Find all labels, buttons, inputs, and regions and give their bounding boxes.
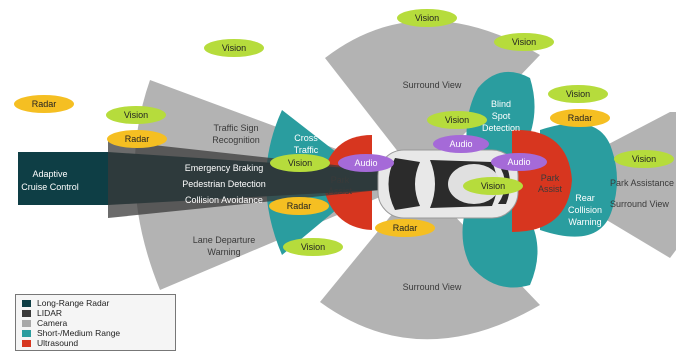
audio-bubble-label: Audio <box>354 158 377 168</box>
vision-bubble-label: Vision <box>512 37 536 47</box>
radar-bubble-label: Radar <box>32 99 57 109</box>
radar-bubble-label: Radar <box>568 113 593 123</box>
vision-bubble-label: Vision <box>481 181 505 191</box>
audio-bubble-label: Audio <box>507 157 530 167</box>
legend-label: Long-Range Radar <box>37 298 110 308</box>
label-park-assist-rear-1: Park <box>541 173 560 183</box>
legend-item-ultrasound: Ultrasound <box>22 338 169 348</box>
label-park-assist-front-2: Assist <box>328 186 353 196</box>
label-traffic-sign-2: Recognition <box>212 135 260 145</box>
label-rear-collision-1: Rear <box>575 193 595 203</box>
label-adaptive-cruise-2: Cruise Control <box>21 182 79 192</box>
legend-label: Ultrasound <box>37 338 79 348</box>
audio-bubble: Audio <box>491 153 547 171</box>
label-cross-traffic-1: Cross <box>294 133 318 143</box>
legend-swatch <box>22 319 31 327</box>
vision-bubble: Vision <box>463 177 523 195</box>
legend-label: Short-/Medium Range <box>37 328 121 338</box>
label-pedestrian-detection: Pedestrian Detection <box>182 179 266 189</box>
legend-item-camera: Camera <box>22 318 169 328</box>
label-lane-departure-2: Warning <box>207 247 240 257</box>
label-blind-spot-1: Blind <box>491 99 511 109</box>
vision-bubble: Vision <box>270 154 330 172</box>
lidar-beam <box>108 140 380 218</box>
camera-surround-top <box>325 20 540 180</box>
label-adaptive-cruise-1: Adaptive <box>32 169 67 179</box>
label-rear-collision-3: Warning <box>568 217 601 227</box>
label-surround-view-bottom: Surround View <box>403 282 462 292</box>
vision-bubble-label: Vision <box>445 115 469 125</box>
radar-bubble: Radar <box>550 109 610 127</box>
legend-swatch <box>22 309 31 317</box>
vision-bubble: Vision <box>106 106 166 124</box>
legend-swatch <box>22 329 31 337</box>
label-rear-collision-2: Collision <box>568 205 602 215</box>
label-blind-spot-3: Detection <box>482 123 520 133</box>
label-traffic-sign-1: Traffic Sign <box>213 123 258 133</box>
label-cross-traffic-2: Traffic <box>294 145 319 155</box>
audio-bubble: Audio <box>433 135 489 153</box>
vision-bubble-label: Vision <box>301 242 325 252</box>
vision-bubble: Vision <box>427 111 487 129</box>
radar-bubble: Radar <box>107 130 167 148</box>
legend-label: LIDAR <box>37 308 63 318</box>
audio-bubble: Audio <box>338 154 394 172</box>
label-park-assist-front-1: Park <box>331 175 350 185</box>
label-collision-avoidance: Collision Avoidance <box>185 195 263 205</box>
legend-label: Camera <box>37 318 68 328</box>
legend-swatch <box>22 339 31 347</box>
label-lane-departure-1: Lane Departure <box>193 235 256 245</box>
vision-bubble: Vision <box>204 39 264 57</box>
vision-bubble: Vision <box>494 33 554 51</box>
vision-bubble-label: Vision <box>632 154 656 164</box>
legend-item-short-medium-range: Short-/Medium Range <box>22 328 169 338</box>
vision-bubble: Vision <box>397 9 457 27</box>
legend-item-long-range-radar: Long-Range Radar <box>22 298 169 308</box>
label-surround-view-top: Surround View <box>403 80 462 90</box>
label-surround-view-right: Surround View <box>610 199 669 209</box>
vision-bubble-label: Vision <box>566 89 590 99</box>
vision-bubble-label: Vision <box>222 43 246 53</box>
radar-bubble-label: Radar <box>125 134 150 144</box>
legend: Long-Range Radar LIDAR Camera Short-/Med… <box>15 294 176 351</box>
vision-bubble: Vision <box>614 150 674 168</box>
radar-bubble: Radar <box>14 95 74 113</box>
label-blind-spot-2: Spot <box>492 111 511 121</box>
legend-item-lidar: LIDAR <box>22 308 169 318</box>
radar-bubble-label: Radar <box>287 201 312 211</box>
radar-bubble: Radar <box>375 219 435 237</box>
label-park-assist-rear-2: Assist <box>538 184 563 194</box>
legend-swatch <box>22 299 31 307</box>
vision-bubble: Vision <box>283 238 343 256</box>
radar-bubble-label: Radar <box>393 223 418 233</box>
radar-bubble: Radar <box>269 197 329 215</box>
vision-bubble: Vision <box>548 85 608 103</box>
vision-bubble-label: Vision <box>124 110 148 120</box>
camera-surround-bottom <box>320 180 540 340</box>
vision-bubble-label: Vision <box>415 13 439 23</box>
audio-bubble-label: Audio <box>449 139 472 149</box>
label-emergency-braking: Emergency Braking <box>185 163 264 173</box>
vision-bubble-label: Vision <box>288 158 312 168</box>
label-park-assistance: Park Assistance <box>610 178 674 188</box>
